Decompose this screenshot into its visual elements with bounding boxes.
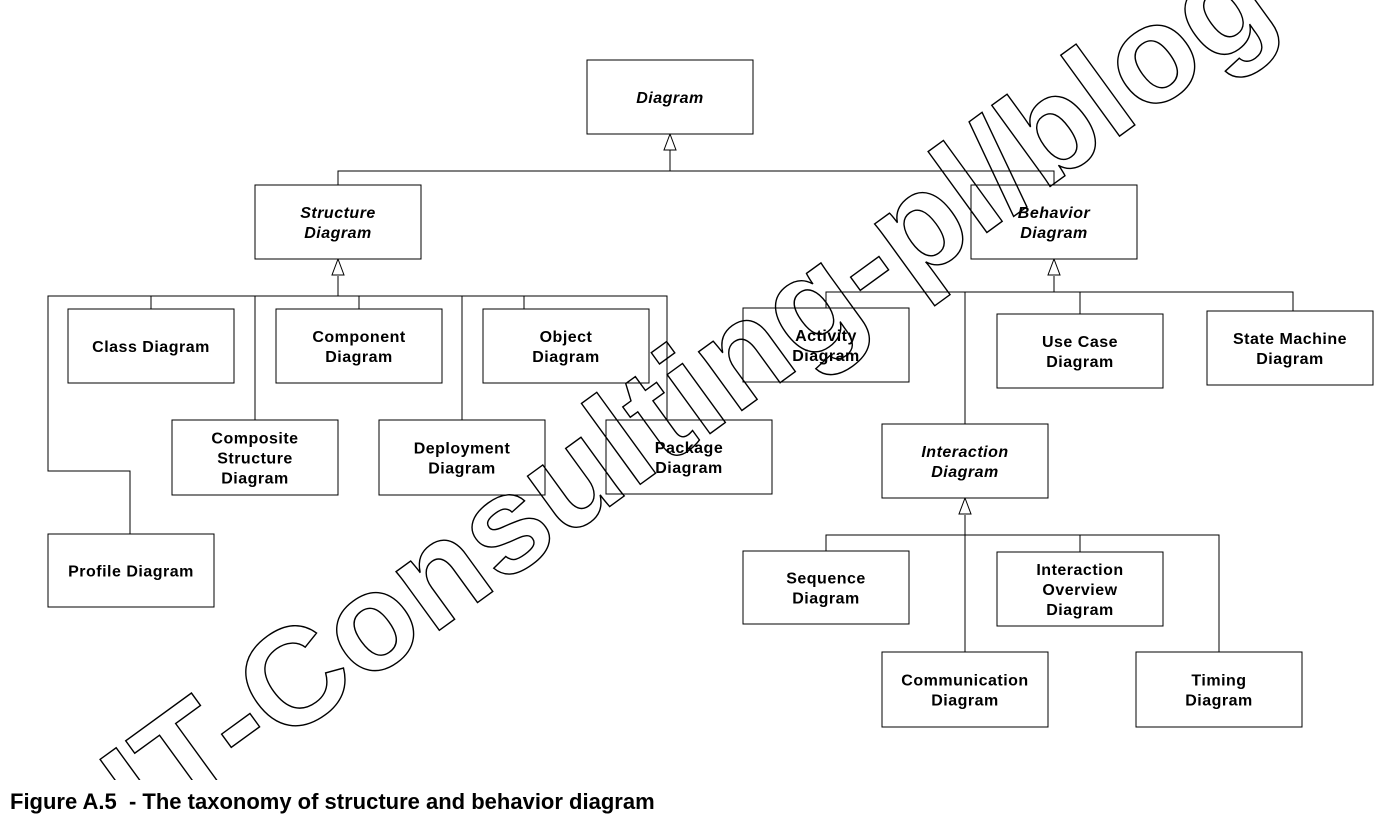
node-usecase-label: Use Case [1042,334,1118,351]
node-composite-label: Structure [217,451,293,468]
node-sequence-label: Diagram [792,591,860,608]
node-communication-box [881,651,1049,728]
edge-behavior-statemachine [1054,291,1294,311]
node-overview-label: Overview [1042,582,1117,599]
node-package-box [605,419,773,495]
node-profile-diagram: Profile Diagram [47,533,215,608]
node-diagram-label: Diagram [636,90,704,107]
node-timing-box [1135,651,1303,728]
node-communication-label: Diagram [931,693,999,710]
node-behavior-label: Behavior [1018,205,1091,222]
uml-taxonomy-diagram: DiagramStructureDiagramBehaviorDiagramCl… [47,0,1374,780]
node-statemachine-label: Diagram [1256,351,1324,368]
node-structure-box [254,184,422,260]
node-interaction-box [881,423,1049,499]
node-statemachine-box [1206,310,1374,386]
edge-interaction-sequence [825,534,965,551]
node-package-label: Diagram [655,460,723,477]
node-class-diagram: Class Diagram [67,308,235,384]
node-package-label: Package [655,440,723,457]
node-overview-label: Interaction [1036,562,1123,579]
edge-behavior-interaction [964,291,1054,424]
node-composite-box [171,419,339,496]
node-object-label: Diagram [532,349,600,366]
node-composite-label: Diagram [221,471,289,488]
edge-interaction-overview [965,534,1081,552]
node-diagram-box [586,59,754,135]
node-component-box [275,308,443,384]
edge-behavior-usecase [1054,291,1081,314]
diagram-nodes: DiagramStructureDiagramBehaviorDiagramCl… [47,59,1374,728]
node-class-box [67,308,235,384]
node-profile-label: Profile Diagram [68,564,194,581]
node-activity-box [742,307,910,383]
node-structure-label: Structure [300,205,376,222]
edge-diagram-behavior [670,170,1055,185]
edge-interaction-timing [965,534,1220,652]
edge-structure-component [338,295,360,309]
node-component-label: Diagram [325,349,393,366]
node-structure-label: Diagram [304,225,372,242]
generalization-arrowhead-interaction [958,496,972,515]
node-interaction-label: Interaction [921,444,1008,461]
node-composite-label: Composite [211,431,298,448]
node-sequence-label: Sequence [786,571,866,588]
node-class-label: Class Diagram [92,339,210,356]
node-object-box [482,308,650,384]
node-activity-label: Diagram [792,348,860,365]
node-object-label: Object [540,329,593,346]
edge-structure-object [338,295,525,309]
node-interaction-label: Diagram [931,464,999,481]
node-sequence-box [742,550,910,625]
generalization-arrowhead-structure [331,257,345,276]
node-communication-label: Communication [901,673,1028,690]
node-behavior-label: Diagram [1020,225,1088,242]
generalization-arrowhead-diagram [663,132,677,151]
node-timing-label: Timing [1191,673,1246,690]
node-timing-label: Diagram [1185,693,1253,710]
node-deployment-box [378,419,546,496]
node-behavior-box [970,184,1138,260]
node-usecase-box [996,313,1164,389]
generalization-arrowhead-behavior [1047,257,1061,276]
node-overview-label: Diagram [1046,602,1114,619]
node-component-label: Component [312,329,406,346]
edge-structure-class [150,295,338,309]
node-statemachine-label: State Machine [1233,331,1347,348]
generalization-connectors [47,132,1294,652]
edge-structure-package [338,295,668,420]
node-deployment-label: Deployment [414,441,511,458]
node-deployment-label: Diagram [428,461,496,478]
node-usecase-label: Diagram [1046,354,1114,371]
node-overview-box [996,551,1164,627]
node-diagram-diagram: Diagram [586,59,754,135]
node-activity-label: Activity [795,328,857,345]
edge-structure-profile [47,295,338,534]
edge-diagram-structure [337,170,670,185]
figure-caption: Figure A.5 - The taxonomy of structure a… [10,789,655,814]
node-profile-box [47,533,215,608]
